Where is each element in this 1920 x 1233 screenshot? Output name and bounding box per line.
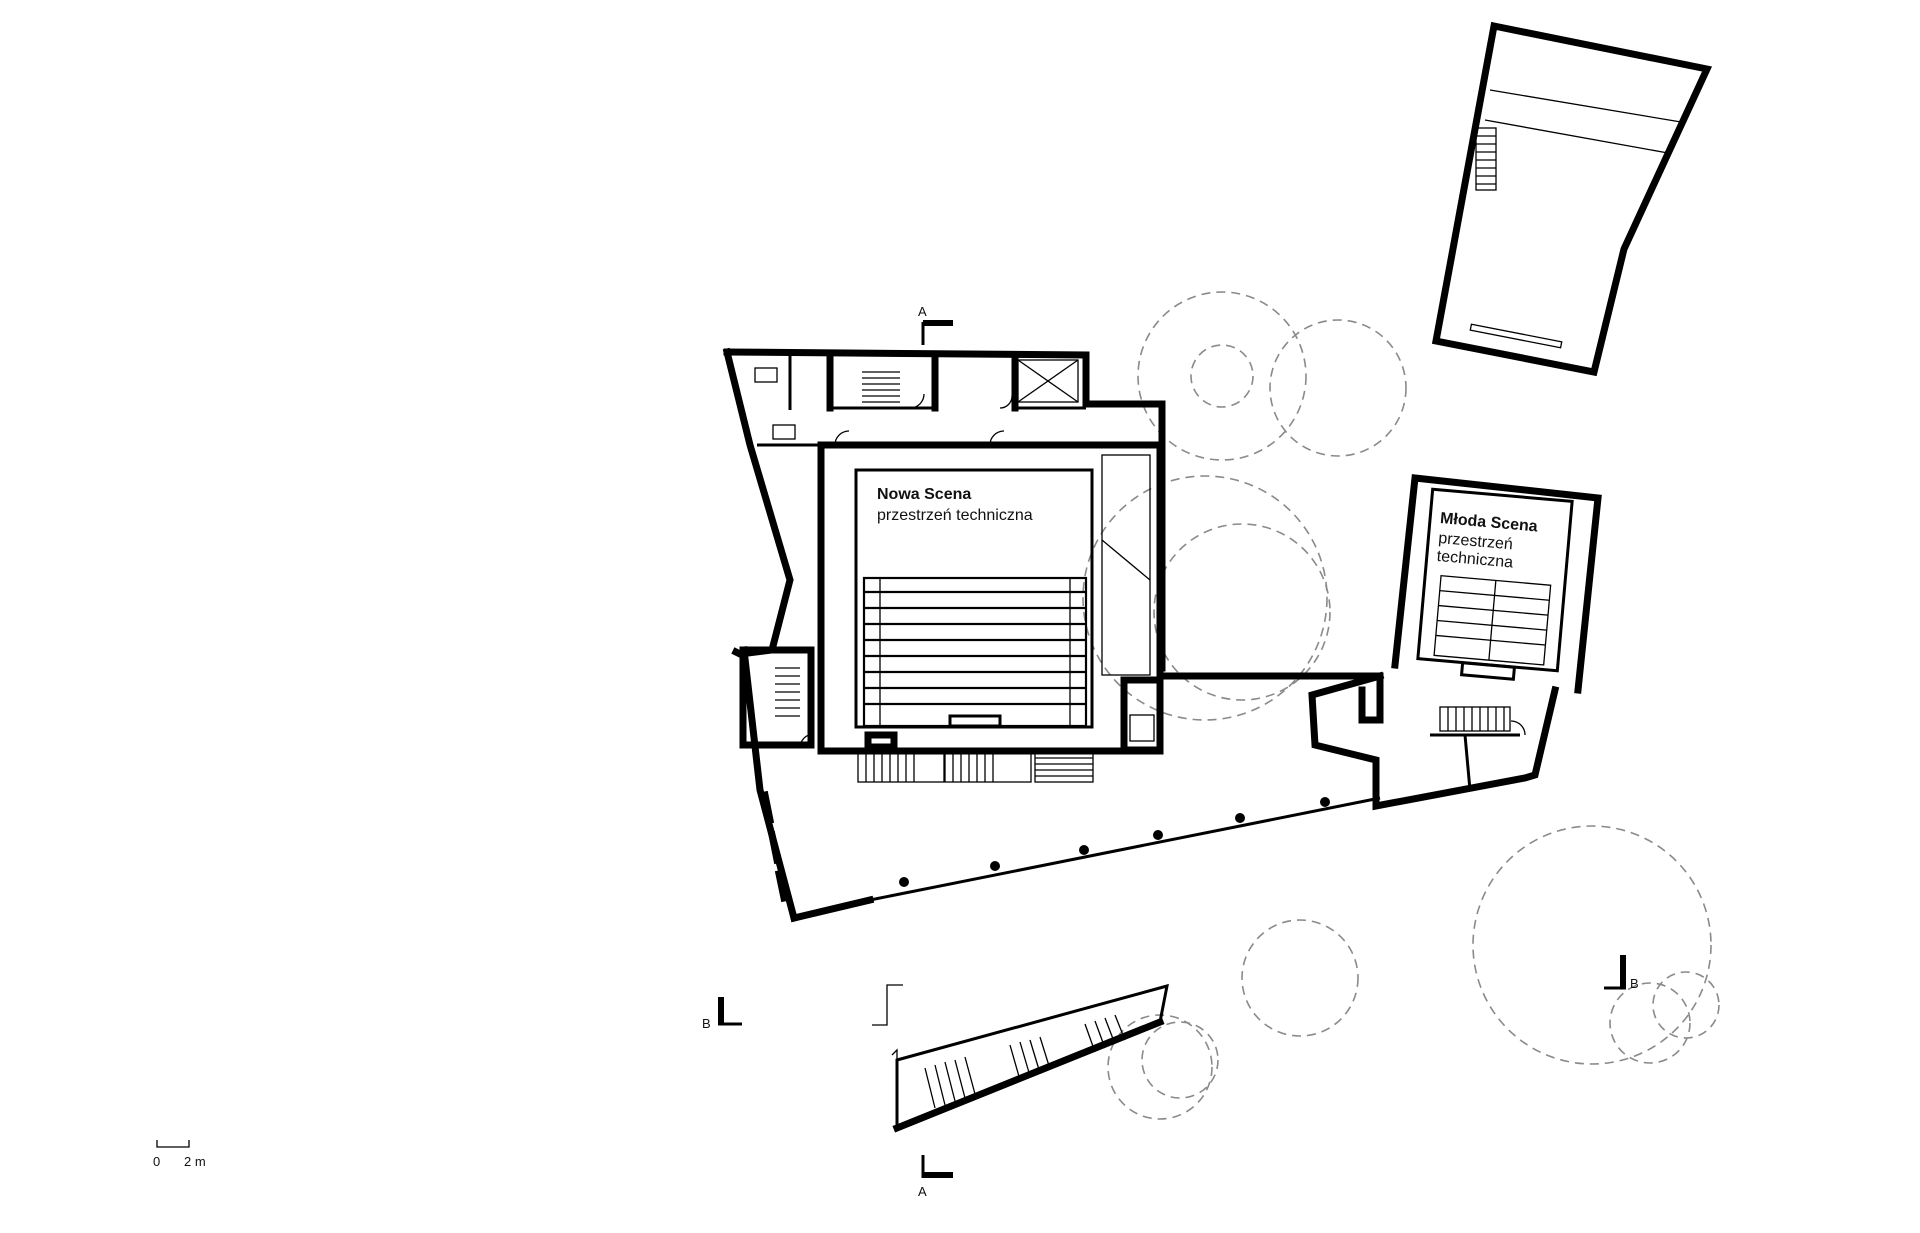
column	[1320, 797, 1330, 807]
detached-pavilion	[1431, 21, 1713, 377]
pavilion-interior-line	[1484, 119, 1669, 154]
room-subtitle-mloda-scena-2: techniczna	[1436, 548, 1514, 572]
lower-stair	[857, 751, 945, 783]
tree-canopy	[1269, 319, 1407, 457]
section-label-a-top: A	[918, 304, 927, 319]
lower-stair	[944, 751, 1032, 783]
elevator-shaft	[1017, 359, 1079, 403]
west-stair-tower	[739, 646, 815, 749]
right-wing-outline	[1308, 671, 1560, 811]
tree-canopy	[1082, 475, 1328, 721]
technical-gallery	[1101, 454, 1151, 676]
technical-gallery-line	[1101, 539, 1151, 581]
stage-lift-pit	[864, 731, 898, 751]
column	[1153, 830, 1163, 840]
foyer-glazing	[869, 796, 1381, 902]
lower-stair	[1034, 751, 1094, 783]
column	[1235, 813, 1245, 823]
ramp-wall	[892, 1017, 1165, 1133]
section-marker-b-left: B	[702, 997, 742, 1031]
ramp-end-marker	[891, 1048, 898, 1072]
room-title-nowa-scena: Nowa Scena	[877, 486, 971, 503]
west-wall	[722, 347, 794, 658]
section-marker-a-bottom: A	[918, 1155, 953, 1199]
tree-canopy	[1652, 971, 1720, 1039]
pavilion-outline	[1431, 21, 1713, 377]
scale-bar-start: 0	[153, 1154, 160, 1169]
tree-canopy	[1141, 1021, 1219, 1099]
ramp-step-marker	[872, 984, 903, 1026]
room-subtitle-mloda-scena-1: przestrzeń	[1438, 530, 1514, 553]
tree-canopy	[1190, 344, 1254, 408]
section-label-a-bottom: A	[918, 1184, 927, 1199]
right-wing-partition	[1463, 734, 1472, 791]
door-swing	[999, 395, 1013, 409]
west-facade-mullions	[760, 790, 789, 903]
pavilion-stair-treads	[1476, 135, 1496, 185]
main-building	[722, 347, 1384, 923]
section-marker-b-right: B	[1604, 955, 1639, 991]
right-wing	[1308, 474, 1602, 811]
tree-canopy	[1153, 523, 1331, 701]
tree-canopies	[1082, 291, 1720, 1120]
lower-stair-treads	[865, 752, 1093, 782]
office-desk	[772, 424, 796, 440]
pavilion-interior-line	[1489, 89, 1682, 123]
scale-bar: 0 2 m	[153, 1140, 206, 1169]
section-label-b-right: B	[1630, 976, 1639, 991]
section-marker-a-top: A	[918, 304, 953, 345]
door-swing	[799, 733, 815, 749]
tree-canopy	[1137, 291, 1307, 461]
south-west-wall	[740, 646, 799, 923]
tree-canopy	[1609, 982, 1691, 1064]
office-desk	[754, 367, 778, 383]
top-stair-treads	[862, 371, 900, 403]
small-stage-rail	[1459, 661, 1517, 681]
corner-shaft	[1120, 676, 1164, 754]
tree-canopy	[1241, 919, 1359, 1037]
scale-bar-end: 2 m	[184, 1154, 206, 1169]
pavilion-stair	[1475, 127, 1497, 191]
shaft-inner	[1129, 714, 1155, 742]
scale-bar-line	[156, 1140, 190, 1148]
column	[990, 861, 1000, 871]
room-label-mloda-scena: Młoda Scena przestrzeń techniczna	[1436, 510, 1538, 572]
right-wing-stair	[1439, 706, 1511, 732]
door-swing	[989, 430, 1005, 446]
section-label-b-left: B	[702, 1016, 711, 1031]
small-stage-seating	[1433, 574, 1552, 666]
door-swing	[1510, 720, 1526, 736]
tree-canopy	[1107, 1014, 1213, 1120]
auditorium-seating	[862, 576, 1088, 728]
elevator-cross	[1017, 359, 1079, 403]
ramp-stairs	[924, 1014, 1126, 1109]
seating-front-rail	[948, 714, 1002, 728]
tree-canopy	[1472, 825, 1712, 1065]
foyer-columns	[899, 797, 1330, 887]
right-wing-inner	[1358, 672, 1384, 724]
right-wing-outline	[1391, 474, 1602, 694]
west-stair-treads	[775, 667, 800, 717]
door-swing	[834, 430, 850, 446]
room-subtitle-nowa-scena: przestrzeń techniczna	[877, 507, 1033, 524]
pavilion-threshold	[1469, 323, 1563, 349]
foyer-south-wall	[789, 895, 875, 923]
column	[899, 877, 909, 887]
door-swing	[909, 393, 925, 409]
exterior-ramp	[872, 983, 1169, 1133]
column	[1079, 845, 1089, 855]
